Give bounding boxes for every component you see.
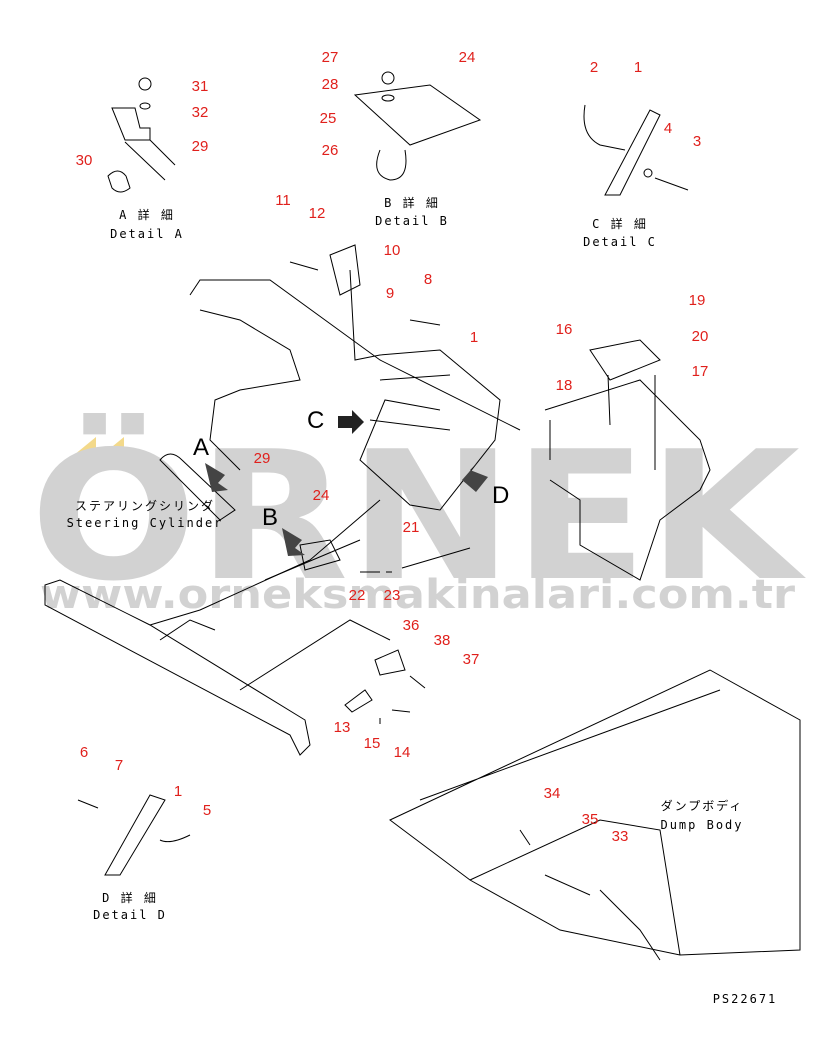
dump-body-jp: ダンプボディ	[661, 798, 744, 813]
callout-number: 1	[174, 783, 182, 800]
callout-number: 25	[320, 110, 337, 127]
callout-number: 18	[556, 377, 573, 394]
callout-number: 21	[403, 519, 420, 536]
detail-a-jp: A 詳 細	[119, 207, 175, 222]
callout-number: 8	[424, 271, 432, 288]
view-letter-c: C	[307, 407, 324, 434]
callout-number: 20	[692, 328, 709, 345]
watermark-brand: ÖRNEK	[30, 413, 807, 620]
detail-b-en: Detail B	[375, 214, 449, 228]
callout-number: 5	[203, 802, 211, 819]
steering-cylinder-en: Steering Cylinder	[67, 516, 224, 530]
detail-d-jp: D 詳 細	[102, 890, 158, 905]
callout-number: 27	[322, 49, 339, 66]
callout-number: 28	[322, 76, 339, 93]
watermark-accent	[74, 437, 96, 455]
callout-number: 22	[349, 587, 366, 604]
watermark: ÖRNEK www.orneksmakinalari.com.tr	[30, 413, 807, 620]
drawing-number: PS22671	[713, 992, 778, 1006]
callout-number: 16	[556, 321, 573, 338]
line-art	[44, 71, 801, 961]
callout-number: 35	[582, 811, 599, 828]
detail-c-jp: C 詳 細	[592, 216, 648, 231]
arrow-c-icon	[338, 410, 364, 434]
watermark-url: www.orneksmakinalari.com.tr	[40, 572, 795, 618]
callout-number: 1	[470, 329, 478, 346]
callout-number: 32	[192, 104, 209, 121]
steering-cylinder-jp: ステアリングシリンダ	[75, 498, 215, 513]
detail-d-en: Detail D	[93, 908, 167, 922]
detail-c-en: Detail C	[583, 235, 657, 249]
callout-number: 3	[693, 133, 701, 150]
callout-number: 30	[76, 152, 93, 169]
callout-number: 38	[434, 632, 451, 649]
callout-number: 6	[80, 744, 88, 761]
watermark-accent	[102, 437, 124, 455]
view-letter-d: D	[492, 482, 509, 509]
callout-number: 23	[384, 587, 401, 604]
callout-number: 10	[384, 242, 401, 259]
callout-number: 13	[334, 719, 351, 736]
callout-number: 2	[590, 59, 598, 76]
dump-body-en: Dump Body	[660, 818, 743, 832]
detail-b-jp: B 詳 細	[384, 195, 440, 210]
arrow-b-icon	[282, 528, 305, 556]
callout-number: 17	[692, 363, 709, 380]
callout-number: 26	[322, 142, 339, 159]
arrow-a-icon	[205, 463, 228, 492]
callout-number: 29	[254, 450, 271, 467]
view-letter-a: A	[193, 434, 209, 461]
arrow-d-icon	[462, 462, 488, 492]
callout-number: 36	[403, 617, 420, 634]
callout-number: 1	[634, 59, 642, 76]
callout-number: 24	[313, 487, 330, 504]
callout-number: 14	[394, 744, 411, 761]
callout-number: 29	[192, 138, 209, 155]
callout-number: 9	[386, 285, 394, 302]
callout-number: 12	[309, 205, 326, 222]
callout-number: 15	[364, 735, 381, 752]
view-letter-b: B	[262, 504, 278, 531]
callout-number: 34	[544, 785, 561, 802]
callout-number: 7	[115, 757, 123, 774]
callout-number: 31	[192, 78, 209, 95]
callout-number: 4	[664, 120, 672, 137]
detail-a-en: Detail A	[110, 227, 184, 241]
view-arrows	[205, 410, 488, 556]
callout-number: 19	[689, 292, 706, 309]
callout-number: 11	[275, 192, 291, 209]
callout-number: 24	[459, 49, 476, 66]
callout-number: 37	[463, 651, 480, 668]
callout-number: 33	[612, 828, 629, 845]
